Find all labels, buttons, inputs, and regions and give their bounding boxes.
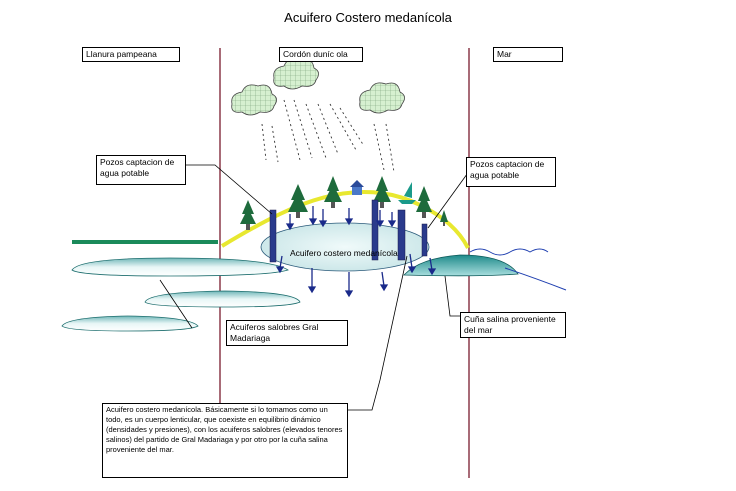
zone-label-dune: Cordón duníc ola <box>279 47 363 62</box>
arrow-down-icon <box>275 255 285 274</box>
tree-icon <box>324 176 342 208</box>
saline-wedge-label: Cuña salina proveniente del mar <box>460 312 566 338</box>
salty-aquifer-2 <box>144 290 301 308</box>
well-icon <box>269 209 277 263</box>
arrow-down-icon <box>318 209 328 228</box>
arrow-down-icon <box>344 208 354 226</box>
cloud-icon <box>359 82 405 114</box>
trees <box>240 176 448 230</box>
wells-label-left: Pozos captacion de agua potable <box>96 155 186 185</box>
tree-icon <box>288 184 308 218</box>
salty-aquifers-label: Acuiferos salobres Gral Madariaga <box>226 320 348 346</box>
arrow-down-icon <box>379 271 389 292</box>
coastal-aquifer-lens <box>260 222 430 272</box>
description-box: Acuifero costero medanícola. Básicamente… <box>102 403 348 478</box>
ground-bar <box>72 240 218 244</box>
well-icon <box>421 223 428 257</box>
house-icon <box>350 180 364 195</box>
aquifer-label: Acuifero costero medanícola <box>290 248 398 258</box>
tree-icon <box>373 176 391 208</box>
arrow-down-icon <box>344 272 354 298</box>
page-title: Acuifero Costero medanícola <box>284 10 452 25</box>
arrow-down-icon <box>427 257 437 276</box>
salty-aquifer-3 <box>61 315 199 332</box>
infiltration-arrows <box>275 206 437 298</box>
arrow-down-icon <box>308 206 318 226</box>
arrow-down-icon <box>387 212 397 228</box>
wells-label-right: Pozos captacion de agua potable <box>466 157 556 187</box>
arrow-down-icon <box>375 210 385 228</box>
saline-wedge <box>403 254 519 277</box>
rain <box>261 99 395 173</box>
tree-icon <box>416 186 432 218</box>
sailboat-icon <box>398 182 416 204</box>
tree-icon <box>440 210 448 226</box>
sea-waves <box>469 248 549 256</box>
cloud-icon <box>273 58 319 90</box>
cloud-icon <box>231 84 277 116</box>
zone-label-plain: Llanura pampeana <box>82 47 180 62</box>
well-icon <box>397 209 406 261</box>
arrow-down-icon <box>307 268 317 294</box>
salty-aquifer-1 <box>71 257 289 277</box>
arrow-down-icon <box>285 214 295 231</box>
arrow-down-icon <box>407 253 417 274</box>
tree-icon <box>240 200 256 230</box>
well-icon <box>371 199 379 261</box>
wells <box>269 199 428 263</box>
leader-lines <box>159 164 471 411</box>
zone-label-sea: Mar <box>493 47 563 62</box>
sea-floor-line <box>504 267 567 291</box>
